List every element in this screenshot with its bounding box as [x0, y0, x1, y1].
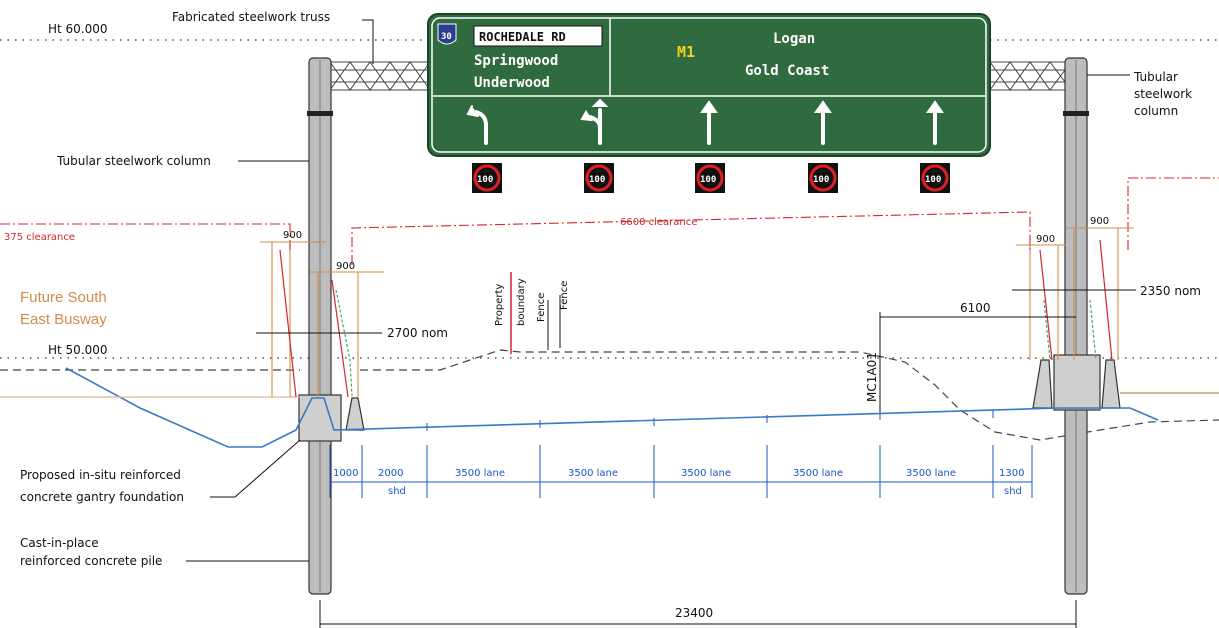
- route-shield-icon: [437, 23, 457, 45]
- ht-50-label: Ht 50.000: [48, 343, 108, 357]
- nom-left-label: 2700 nom: [387, 326, 448, 340]
- busway-label-1: Future South: [20, 289, 107, 306]
- lane-dim-8-sub: shd: [1004, 486, 1022, 497]
- left-column: [307, 57, 333, 595]
- dest-right-2: Gold Coast: [745, 63, 829, 79]
- lane-dim-7: 3500 lane: [906, 468, 956, 479]
- marker-mc1a01: MC1A01: [865, 352, 879, 402]
- existing-ground-line: [0, 349, 1219, 441]
- lane-signal-3: 100: [695, 163, 725, 193]
- pile-label-1: Cast-in-place: [20, 536, 99, 550]
- lane-dim-ticks: [329, 445, 1033, 498]
- truss-leader: [362, 19, 374, 64]
- column-right-label-1: Tubular: [1133, 70, 1178, 84]
- svg-text:100: 100: [813, 175, 829, 185]
- arrow-straight-3-icon: [926, 100, 944, 145]
- dim-6100-label: 6100: [960, 301, 991, 315]
- right-column: [1063, 57, 1089, 595]
- motorway-label: M1: [677, 43, 695, 61]
- dim-900-c: 900: [1036, 234, 1055, 245]
- foundation-label-1: Proposed in-situ reinforced: [20, 468, 181, 482]
- clearance-left-line: [0, 223, 291, 250]
- lane-dim-8: 1300: [999, 468, 1024, 479]
- dim-900-b: 900: [336, 261, 355, 272]
- right-foundation: [1032, 354, 1121, 411]
- lane-dim-2: 2000: [378, 468, 403, 479]
- lane-dim-4: 3500 lane: [568, 468, 618, 479]
- lane-dim-6: 3500 lane: [793, 468, 843, 479]
- arrow-left-turn-icon: [466, 105, 488, 145]
- dim-900-a: 900: [283, 230, 302, 241]
- fence-2-label: Fence: [559, 281, 570, 310]
- dest-left-2: Underwood: [474, 75, 550, 91]
- dest-left-1: Springwood: [474, 53, 558, 69]
- barrier-red-markers: [279, 239, 1113, 398]
- surface-ticks: [426, 410, 994, 431]
- road-name-text: ROCHEDALE RD: [479, 30, 566, 44]
- ht-60-label: Ht 60.000: [48, 22, 108, 36]
- pile-label-2: reinforced concrete pile: [20, 554, 162, 568]
- dim-900-d: 900: [1090, 216, 1109, 227]
- route-shield-number: 30: [441, 32, 452, 42]
- lane-dim-3: 3500 lane: [455, 468, 505, 479]
- clearance-right-line: [1127, 177, 1219, 250]
- fence-1-label: Fence: [536, 293, 547, 322]
- arrow-left-straight-icon: [580, 98, 609, 145]
- gantry-sign: [427, 13, 991, 157]
- lane-signal-1: 100: [472, 163, 502, 193]
- lane-dim-5: 3500 lane: [681, 468, 731, 479]
- foundation-leader: [210, 439, 301, 498]
- dest-right-1: Logan: [773, 31, 815, 47]
- road-name-panel: [473, 25, 603, 47]
- overall-dim-label: 23400: [675, 606, 713, 620]
- clearance-left-label: 375 clearance: [4, 232, 75, 243]
- arrow-straight-2-icon: [814, 100, 832, 145]
- svg-text:100: 100: [700, 175, 716, 185]
- clearance-main-label: 6600 clearance: [620, 217, 697, 228]
- svg-text:100: 100: [925, 175, 941, 185]
- foundation-label-2: concrete gantry foundation: [20, 490, 184, 504]
- lane-dim-2-sub: shd: [388, 486, 406, 497]
- lane-dim-1: 1000: [333, 468, 358, 479]
- boundary-label: boundary: [516, 278, 527, 326]
- clearance-main-line: [351, 211, 1031, 265]
- barrier-green-lines: [335, 289, 1097, 397]
- left-foundation: [298, 394, 365, 442]
- column-right-label-3: column: [1134, 104, 1178, 118]
- lane-signal-4: 100: [808, 163, 838, 193]
- svg-text:100: 100: [477, 175, 493, 185]
- column-left-label: Tubular steelwork column: [56, 154, 211, 168]
- arrow-straight-1-icon: [700, 100, 718, 145]
- lane-signal-2: 100: [584, 163, 614, 193]
- busway-label-2: East Busway: [20, 311, 107, 328]
- lane-signal-5: 100: [920, 163, 950, 193]
- svg-text:100: 100: [589, 175, 605, 185]
- nom-right-label: 2350 nom: [1140, 284, 1201, 298]
- property-label: Property: [494, 284, 505, 326]
- dims-900: [260, 227, 1134, 273]
- truss-label: Fabricated steelwork truss: [172, 10, 330, 24]
- column-right-label-2: steelwork: [1134, 87, 1192, 101]
- finished-road-surface: [65, 367, 1159, 448]
